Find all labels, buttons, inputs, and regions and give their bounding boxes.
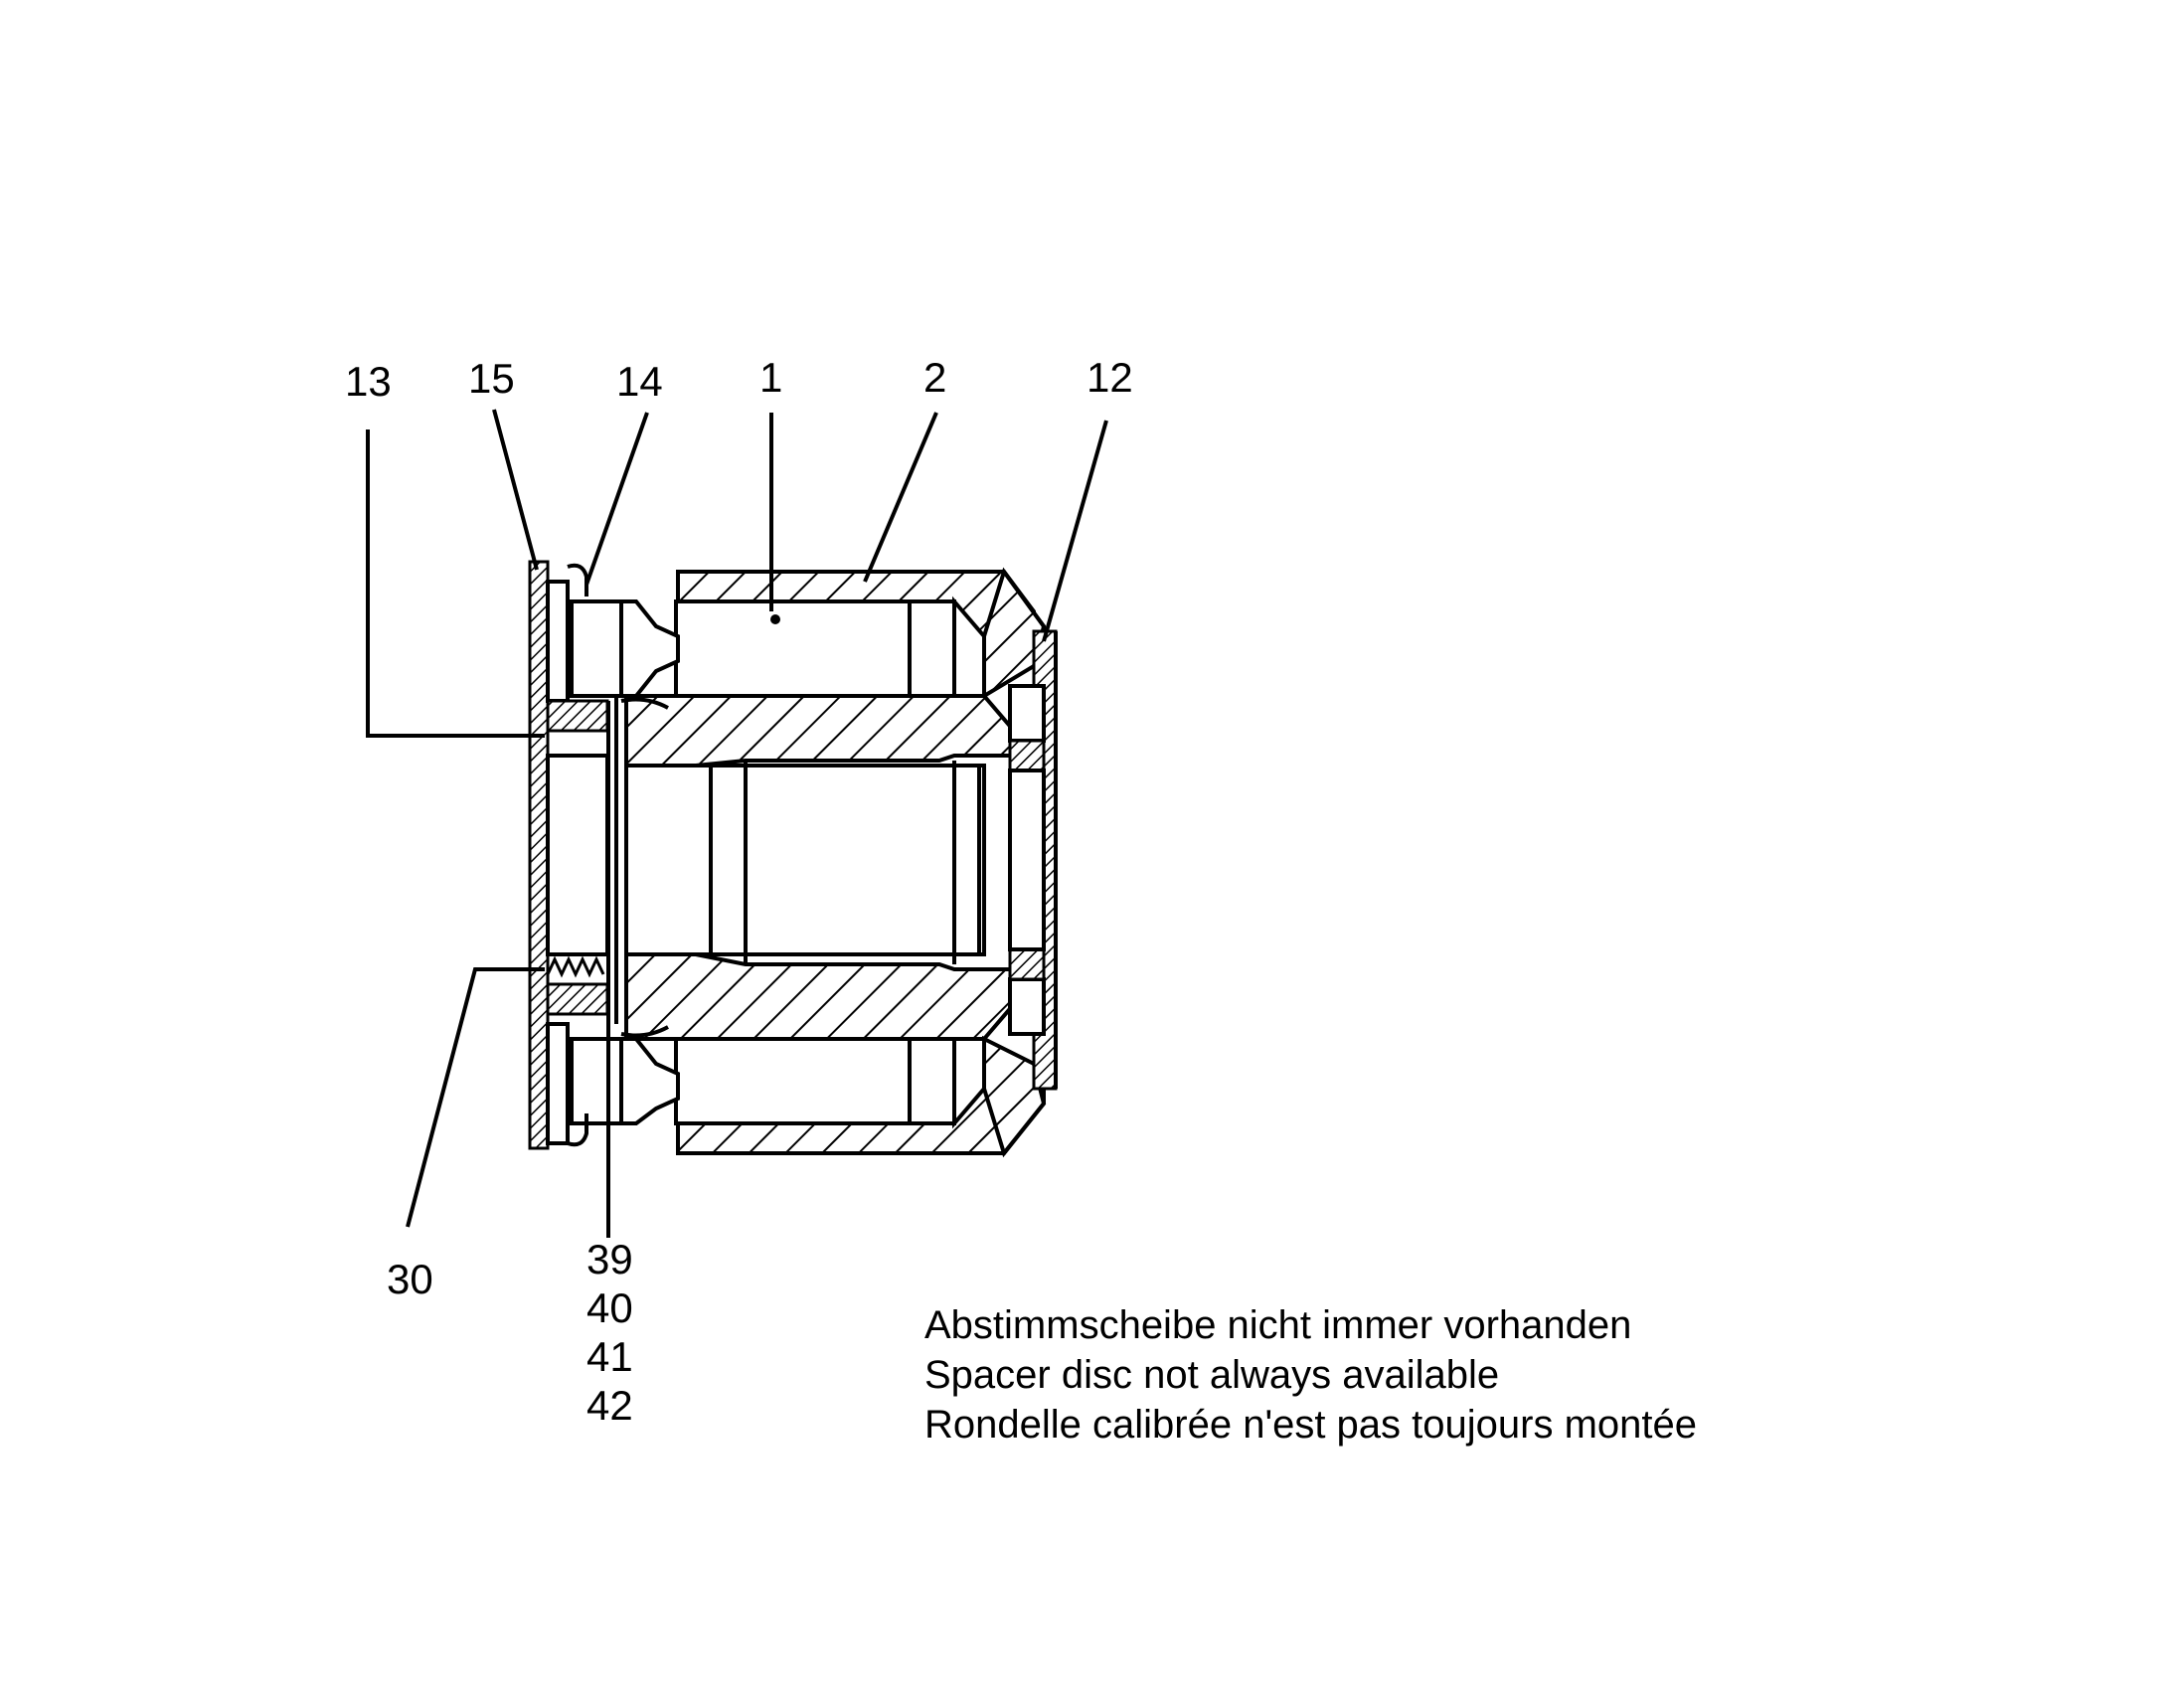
leader-15 [492,409,539,571]
end-cap-right [1008,629,1058,1091]
callout-2: 2 [923,354,946,401]
spacer-disc-note: Abstimmscheibe nicht immer vorhanden Spa… [924,1300,1697,1450]
cylinder-hub-lower [624,952,1043,1041]
callout-40: 40 [586,1284,633,1331]
spring [546,955,605,978]
note-line-english: Spacer disc not always available [924,1353,1500,1397]
callout-12: 12 [1086,354,1133,401]
leader-13 [366,429,545,738]
callout-labels: 13 15 14 1 2 12 30 39 40 41 42 [345,354,1133,1429]
callout-42: 42 [586,1382,633,1429]
leader-12 [1042,420,1108,642]
callout-15: 15 [468,355,515,402]
callout-1: 1 [759,354,782,401]
callout-41: 41 [586,1333,633,1380]
central-bore [624,761,986,964]
leader-14 [585,412,649,586]
leader-lines [366,409,1108,1228]
callout-30: 30 [387,1256,433,1302]
leader-2 [863,412,938,583]
note-line-german: Abstimmscheibe nicht immer vorhanden [924,1303,1632,1347]
upper-bore [674,599,956,698]
piston-shoes [570,599,680,1125]
leader-30 [406,967,545,1228]
callout-39: 39 [586,1236,633,1282]
retaining-plate [528,560,609,1150]
callout-14: 14 [616,358,663,405]
piston-marker-dot [770,614,780,624]
callout-13: 13 [345,358,392,405]
lower-bore [674,1037,956,1125]
note-line-french: Rondelle calibrée n'est pas toujours mon… [924,1403,1697,1447]
cylinder-hub-upper [624,694,1044,768]
